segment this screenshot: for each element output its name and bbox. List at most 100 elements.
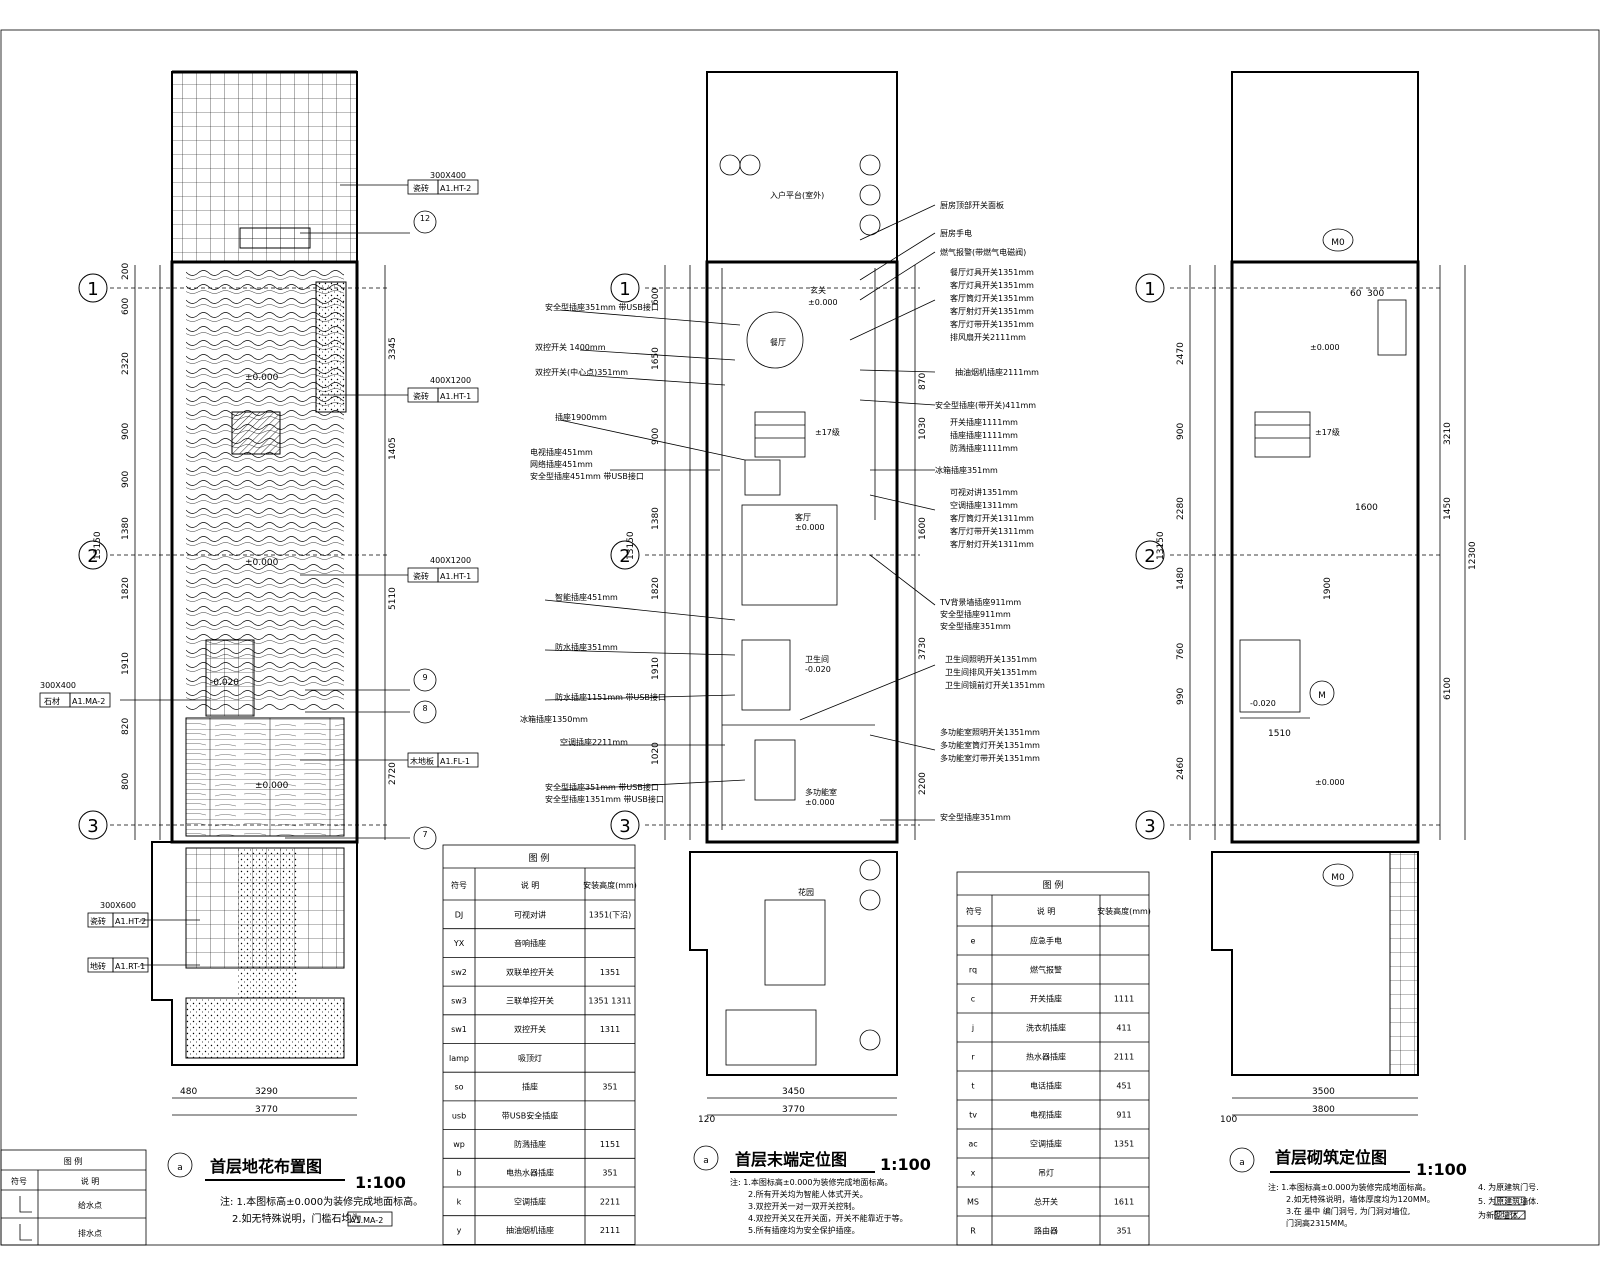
svg-text:安全型插座351mm 带USB接口: 安全型插座351mm 带USB接口 [545,782,659,792]
svg-text:TV背景墙插座911mm: TV背景墙插座911mm [939,597,1021,607]
svg-text:13150: 13150 [93,531,103,560]
svg-text:M0: M0 [1331,873,1345,883]
svg-text:多功能室灯带开关1351mm: 多功能室灯带开关1351mm [940,753,1040,763]
legend-row: sw1 双控开关 1311 [443,1024,635,1044]
svg-text:±0.000: ±0.000 [805,798,835,807]
legend-symbol: t [971,1082,974,1091]
callouts-left: 安全型插座351mm 带USB接口 双控开关 1400mm 双控开关(中心点)3… [520,302,666,804]
detail-symbol-9: 9 [413,668,437,692]
legend-desc: 带USB安全插座 [502,1110,558,1120]
plan-electrical [544,71,936,1116]
svg-text:客厅筒灯开关1311mm: 客厅筒灯开关1311mm [950,513,1034,523]
legend-symbol: so [454,1083,463,1092]
legend-height: 351 [1116,1227,1131,1236]
svg-text:客厅灯带开关1351mm: 客厅灯带开关1351mm [950,319,1034,329]
svg-text:防水插座351mm: 防水插座351mm [555,642,618,652]
svg-text:8: 8 [422,704,427,713]
svg-text:±17级: ±17级 [815,427,840,437]
legend-symbol: usb [452,1111,466,1120]
svg-text:1380: 1380 [651,507,661,530]
detail-symbol-12: 12 [413,210,437,234]
svg-text:图 例: 图 例 [1043,879,1064,891]
svg-text:门洞高2315MM。: 门洞高2315MM。 [1286,1218,1352,1228]
svg-text:注: 1.本图标高±0.000为装修完成地面标高。: 注: 1.本图标高±0.000为装修完成地面标高。 [1268,1182,1430,1192]
legend-height: 1111 [1114,995,1134,1004]
legend-symbol: tv [969,1111,977,1120]
legend-desc: 双联单控开关 [506,967,554,977]
svg-text:400X1200: 400X1200 [430,376,471,385]
svg-text:说 明: 说 明 [1037,906,1056,916]
svg-text:A1.FL-1: A1.FL-1 [440,757,470,766]
svg-text:1910: 1910 [651,657,661,680]
svg-text:多功能室筒灯开关1351mm: 多功能室筒灯开关1351mm [940,740,1040,750]
svg-text:A1.RT-1: A1.RT-1 [115,962,145,971]
legend-desc: 吊灯 [1038,1168,1054,1178]
svg-text:卫生间镜前灯开关1351mm: 卫生间镜前灯开关1351mm [945,680,1045,690]
svg-text:3: 3 [619,816,630,837]
legend-desc: 双控开关 [514,1024,546,1034]
svg-text:图 例: 图 例 [529,852,550,864]
plan-title: 首层末端定位图 [735,1150,847,1169]
svg-text:1450: 1450 [1443,497,1453,520]
legend-desc: 音响插座 [514,938,546,948]
svg-text:200: 200 [121,263,131,280]
legend-desc: 热水器插座 [1026,1052,1066,1062]
legend-height: 411 [1116,1024,1131,1033]
legend-symbol: lamp [449,1054,469,1063]
svg-text:400X1200: 400X1200 [430,556,471,565]
svg-text:2: 2 [87,546,98,567]
legend-desc: 防溅插座 [514,1139,546,1149]
axis-2-plan2: 2 [610,540,640,570]
svg-text:瓷砖: 瓷砖 [413,571,429,581]
tag-5: 木地板 A1.FL-1 [407,752,479,768]
svg-text:3800: 3800 [1312,1105,1335,1115]
legend-symbol: sw1 [451,1025,467,1034]
detail-symbol-7: 7 [413,826,437,850]
svg-text:990: 990 [1176,688,1186,705]
svg-text:安全型插座351mm: 安全型插座351mm [940,812,1011,822]
legend-height: 911 [1116,1111,1131,1120]
legend-desc: 空调插座 [1030,1139,1062,1149]
svg-text:±0.000: ±0.000 [1315,778,1345,787]
svg-text:M: M [1318,691,1326,701]
svg-text:2.如无特殊说明，门槛石均为: 2.如无特殊说明，门槛石均为 [232,1212,362,1225]
svg-text:a: a [703,1156,709,1166]
legend-symbol: ac [968,1140,977,1149]
svg-text:480: 480 [180,1087,197,1097]
legend-desc: 总开关 [1034,1197,1058,1207]
svg-text:A1.MA-2: A1.MA-2 [72,697,105,706]
plan1-labels: 300X400 瓷砖 A1.HT-2 400X1200 瓷砖 A1.HT-1 4… [39,171,479,1227]
svg-text:客厅灯带开关1311mm: 客厅灯带开关1311mm [950,526,1034,536]
svg-text:安装高度(mm): 安装高度(mm) [583,880,637,890]
level-label: ±0.000 [245,558,279,568]
legend-desc: 路由器 [1034,1226,1058,1236]
axis-1-plan3: 1 [1135,273,1165,303]
door-tag-m0: M0 [1322,863,1354,887]
svg-text:13150: 13150 [1156,531,1166,560]
svg-text:5110: 5110 [388,587,398,610]
svg-text:瓷砖: 瓷砖 [413,391,429,401]
legend-symbol: MS [967,1198,979,1207]
svg-text:说 明: 说 明 [521,880,540,890]
legend-row: usb 带USB安全插座 [443,1110,635,1130]
svg-text:2320: 2320 [121,352,131,375]
svg-text:燃气报警(带燃气电磁阀): 燃气报警(带燃气电磁阀) [940,247,1026,257]
tag-3: 400X1200 瓷砖 A1.HT-1 [407,556,479,583]
legend-symbol: rq [969,966,977,975]
level-label: ±0.000 [255,781,289,791]
axis-1-plan2: 1 [610,273,640,303]
svg-text:1820: 1820 [651,577,661,600]
svg-text:厨房顶部开关面板: 厨房顶部开关面板 [940,200,1004,210]
svg-text:1650: 1650 [651,347,661,370]
svg-text:900: 900 [121,423,131,440]
legend-height: 451 [1116,1082,1131,1091]
svg-text:870: 870 [918,373,928,390]
legend-height: 1311 [600,1025,620,1034]
svg-text:空调插座2211mm: 空调插座2211mm [560,737,628,747]
